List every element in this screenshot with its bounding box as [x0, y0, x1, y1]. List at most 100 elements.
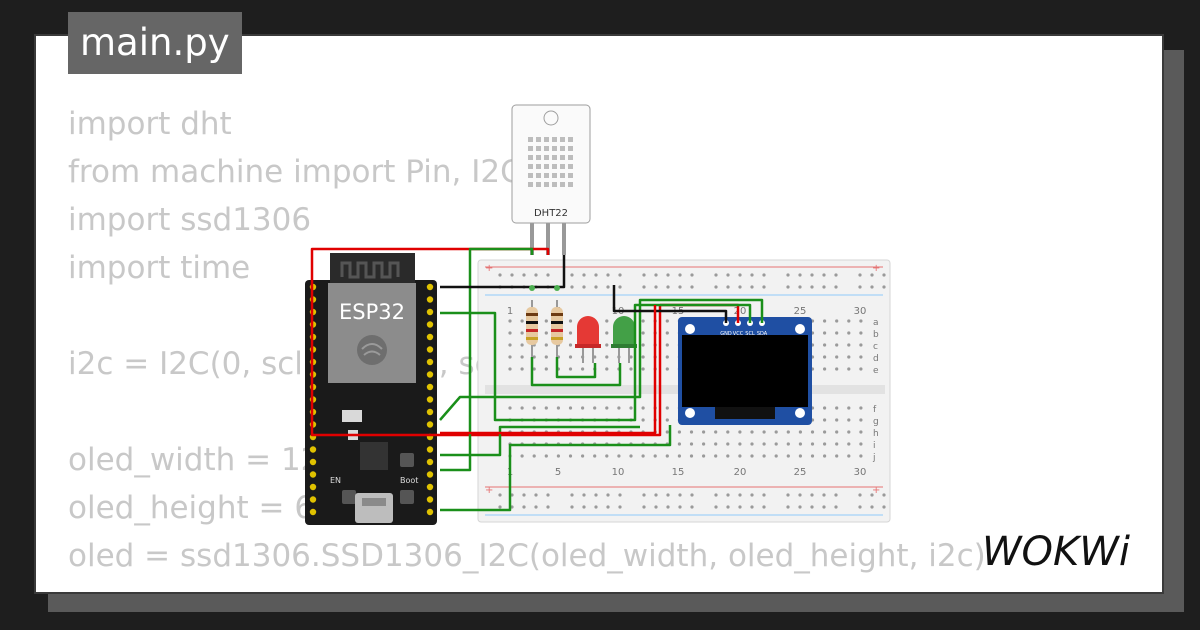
- hole: [882, 493, 886, 497]
- hole: [568, 406, 573, 410]
- hole: [726, 273, 730, 277]
- hole: [508, 343, 512, 347]
- hole: [750, 430, 754, 434]
- hole: [726, 493, 730, 497]
- boot-button[interactable]: [400, 490, 414, 504]
- resistor[interactable]: [551, 300, 563, 357]
- hole: [594, 285, 598, 289]
- red-led[interactable]: [575, 316, 601, 363]
- hole: [532, 454, 536, 458]
- hole: [738, 285, 742, 289]
- hole: [520, 355, 524, 359]
- hole: [508, 367, 512, 371]
- hole: [629, 367, 633, 371]
- en-button[interactable]: [342, 490, 356, 504]
- row-label: g: [873, 417, 879, 427]
- green-led[interactable]: [611, 316, 637, 363]
- hole: [702, 442, 706, 446]
- hole: [581, 454, 585, 458]
- hole: [654, 285, 658, 289]
- hole: [642, 273, 646, 277]
- hole: [665, 343, 669, 347]
- hole: [594, 505, 598, 509]
- hole: [568, 343, 573, 347]
- oled-pin-label: VCC: [733, 331, 744, 337]
- file-tab-label: main.py: [80, 21, 230, 64]
- hole: [426, 496, 434, 503]
- svg-text:+: +: [485, 485, 493, 496]
- esp32-board[interactable]: ESP32 EN Boot: [305, 253, 437, 525]
- hole: [762, 442, 766, 446]
- hole: [309, 458, 317, 466]
- hole: [847, 406, 851, 410]
- hole: [570, 505, 574, 509]
- hole: [520, 406, 524, 410]
- hole: [774, 442, 778, 446]
- hole: [618, 273, 622, 277]
- hole: [534, 493, 538, 497]
- resistor[interactable]: [526, 300, 538, 357]
- hole: [774, 430, 778, 434]
- hole: [653, 454, 657, 458]
- hole: [426, 346, 434, 353]
- column-label: 20: [734, 306, 747, 317]
- hole: [714, 285, 718, 289]
- hole: [534, 273, 538, 277]
- hole: [858, 505, 862, 509]
- hole: [823, 319, 827, 323]
- hole: [556, 406, 560, 410]
- hole: [568, 355, 573, 359]
- hole: [786, 273, 790, 277]
- wire-green: [440, 303, 752, 422]
- file-tab[interactable]: main.py: [68, 12, 242, 74]
- hole: [581, 406, 585, 410]
- hole: [882, 273, 886, 277]
- hole: [641, 418, 645, 422]
- hole: [678, 285, 682, 289]
- hole: [726, 442, 730, 446]
- oled-display[interactable]: GND VCC SCL SDA: [678, 317, 812, 425]
- hole: [426, 396, 434, 403]
- hole: [641, 367, 645, 371]
- hole: [835, 430, 839, 434]
- esp32-label: ESP32: [339, 300, 405, 324]
- dht22-sensor[interactable]: DHT22: [511, 104, 591, 255]
- hole: [520, 331, 524, 335]
- hole: [426, 446, 434, 453]
- hole: [508, 355, 512, 359]
- hole: [726, 454, 730, 458]
- grille-slot: [560, 155, 565, 160]
- hole: [593, 454, 597, 458]
- hole: [520, 454, 524, 458]
- hole: [823, 430, 827, 434]
- circuit-diagram[interactable]: + + + + 1 5 10 15 20 25 30 1 5 10 15 20 …: [300, 95, 900, 530]
- hole: [738, 442, 742, 446]
- hole: [605, 454, 609, 458]
- hole: [546, 273, 550, 277]
- hole: [594, 273, 598, 277]
- hole: [426, 383, 434, 391]
- hole: [690, 285, 694, 289]
- hole: [823, 442, 827, 446]
- grille-slot: [536, 182, 541, 187]
- grille-slot: [552, 155, 557, 160]
- hole: [786, 454, 790, 458]
- hole: [882, 285, 886, 289]
- hole: [582, 493, 586, 497]
- column-label: 25: [794, 467, 807, 478]
- hole: [605, 331, 609, 335]
- hole: [738, 493, 742, 497]
- hole: [847, 319, 851, 323]
- grille-slot: [560, 146, 565, 151]
- grille-slot: [544, 164, 549, 169]
- hole: [847, 442, 851, 446]
- hole: [593, 406, 597, 410]
- wire-green: [440, 247, 534, 472]
- hole: [835, 343, 839, 347]
- hole: [532, 406, 536, 410]
- row-label: a: [873, 318, 879, 328]
- hole: [823, 355, 827, 359]
- hole: [774, 454, 778, 458]
- hole: [834, 285, 838, 289]
- column-label: 1: [507, 306, 513, 317]
